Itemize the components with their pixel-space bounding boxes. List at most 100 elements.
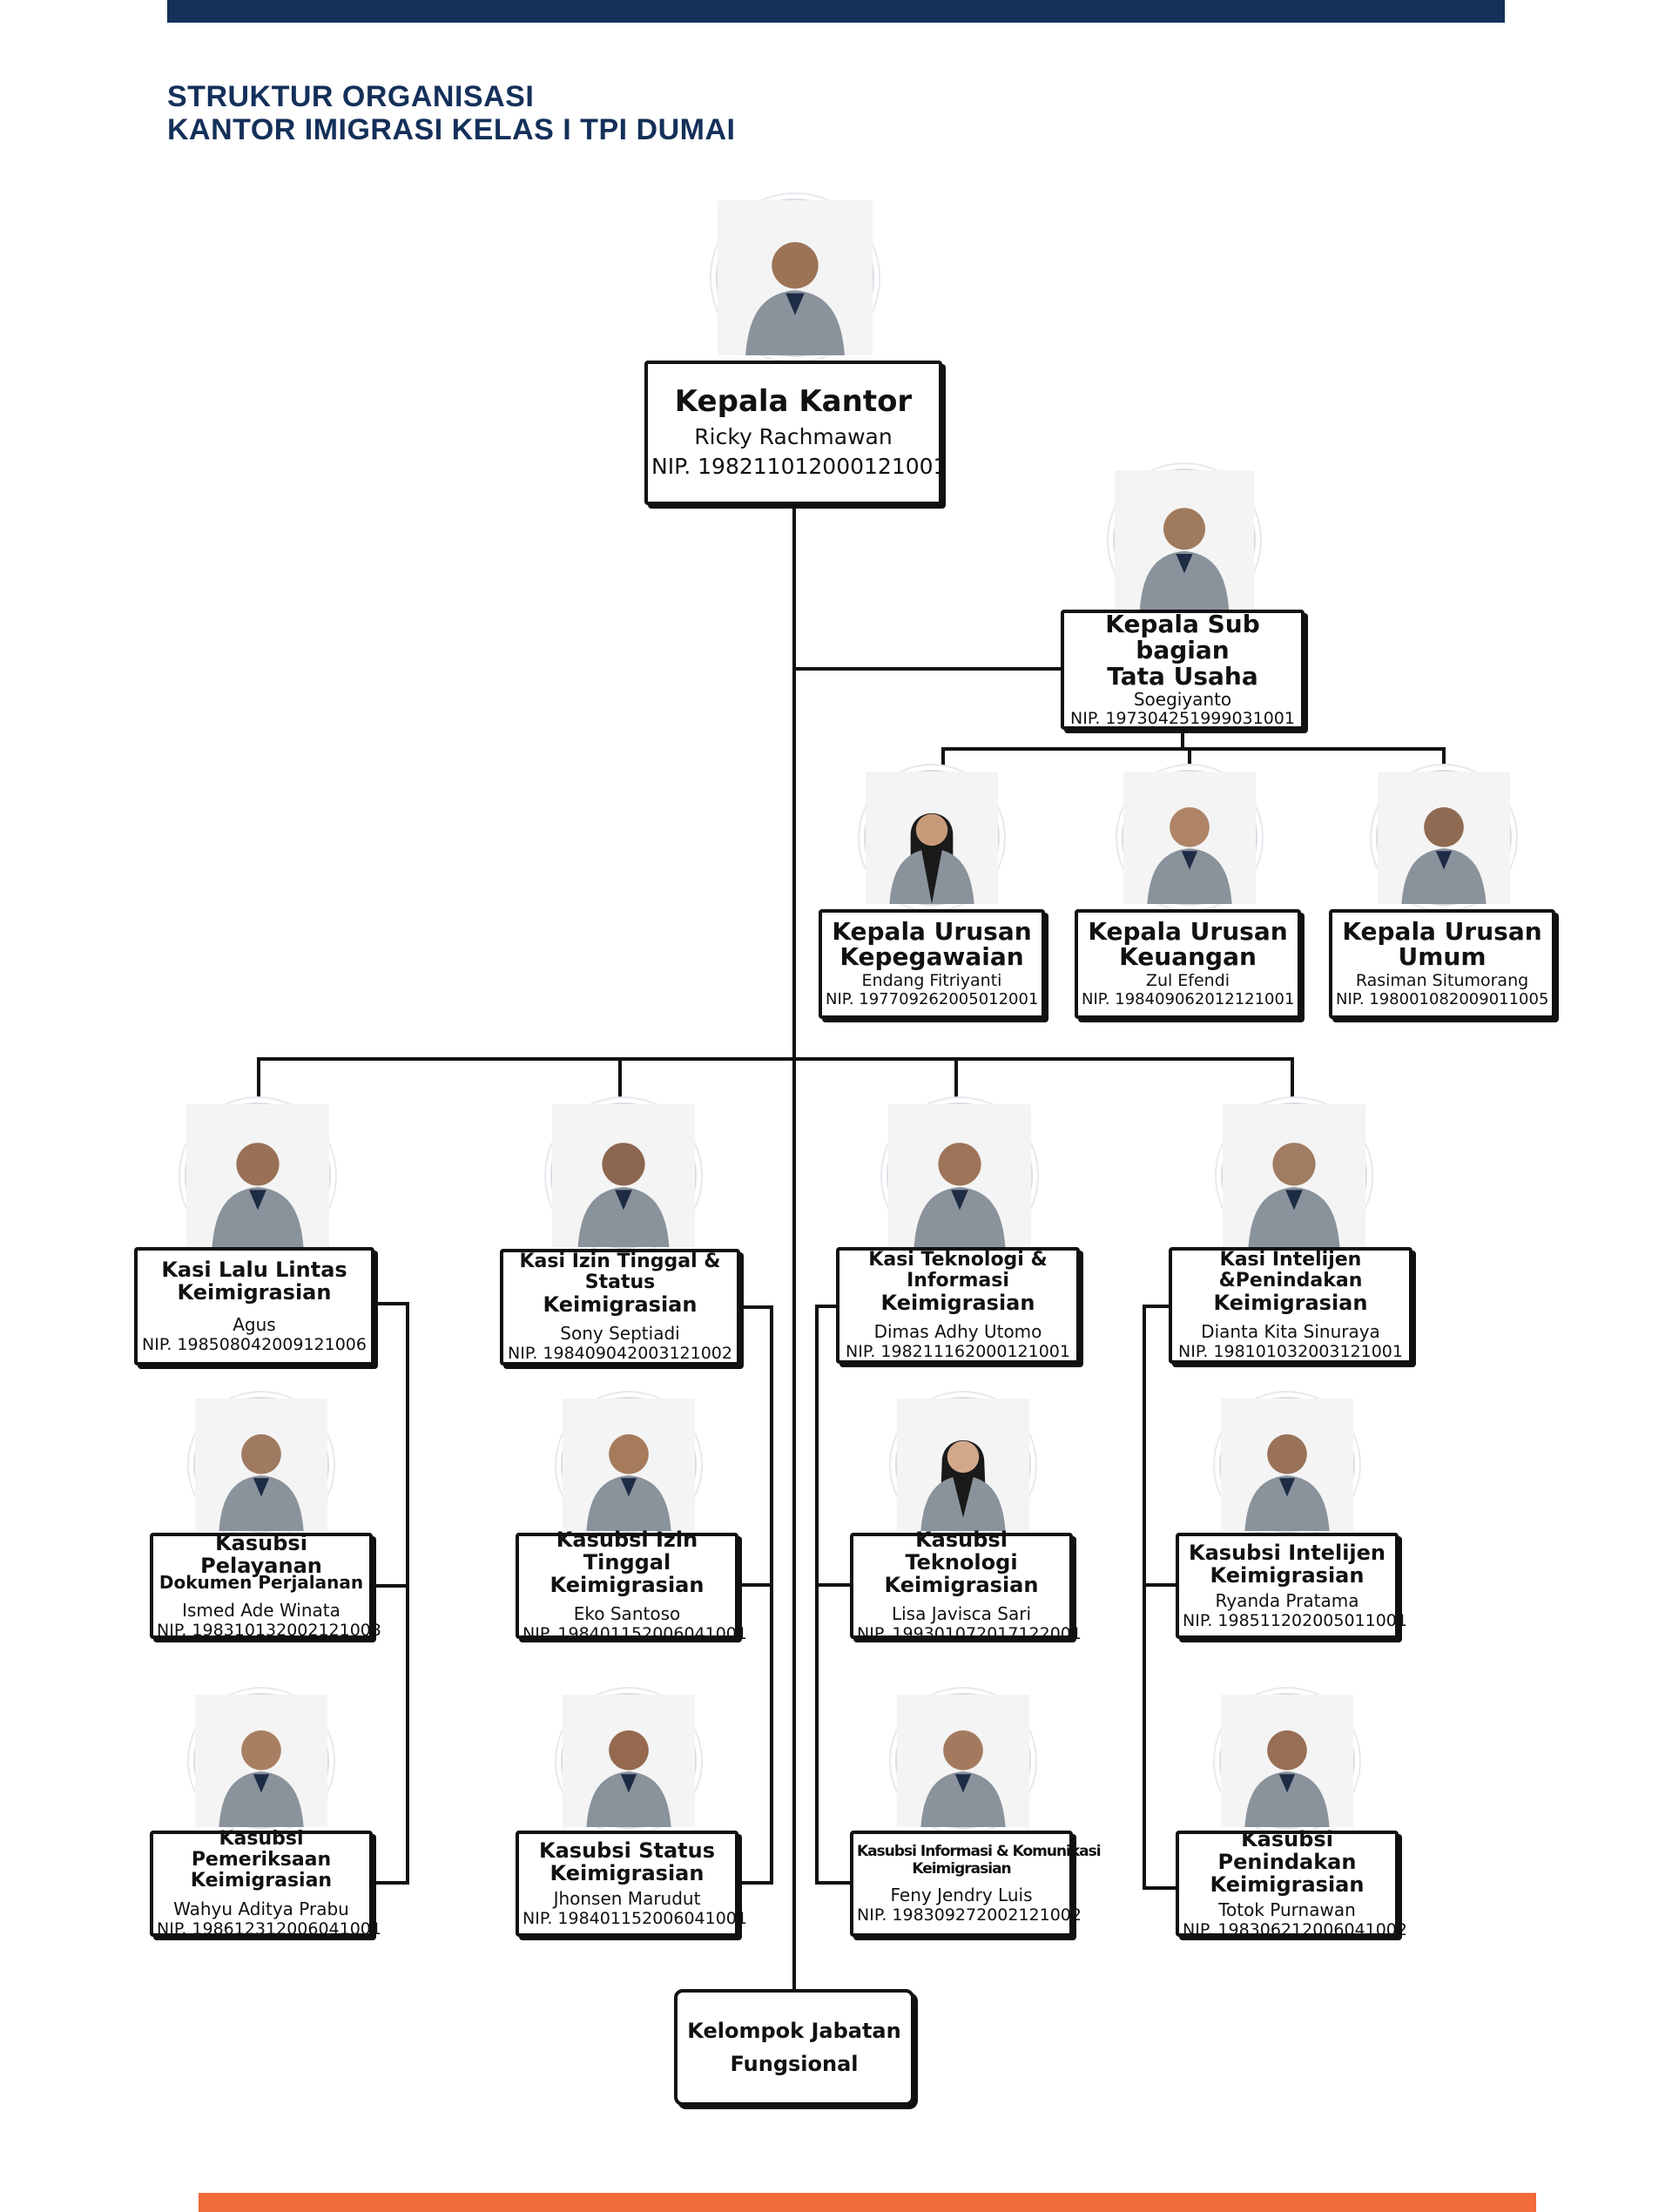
box-title-line1: Kasubsi Pemeriksaan: [191, 1828, 332, 1871]
fungsional-box: Kelompok Jabatan Fungsional: [674, 1989, 914, 2106]
box-title-line2: Keimigrasian: [880, 1291, 1035, 1315]
box-name: Dimas Adhy Utomo: [873, 1321, 1042, 1342]
kasi-lalu-lintas-box: Kasi Lalu Lintas Keimigrasian Agus NIP. …: [134, 1247, 374, 1366]
box-title-line1: Kasi Teknologi & Informasi: [868, 1249, 1048, 1291]
box-title-line2: Keimigrasian: [1210, 1563, 1365, 1588]
box-nip: NIP. 198612312006041001: [157, 1919, 381, 1939]
top-accent-bar: [167, 0, 1505, 23]
tu-box: Kepala Sub bagian Tata Usaha Soegiyanto …: [1061, 610, 1305, 730]
kepala-kantor-box: Kepala Kantor Ricky Rachmawan NIP. 19821…: [644, 361, 947, 505]
box-nip: NIP. 198001082009011005: [1336, 990, 1549, 1008]
box-name: Totok Purnawan: [1218, 1899, 1356, 1920]
box-nip: NIP. 198401152006041001: [522, 1909, 747, 1928]
box-title-line2: Kepegawaian: [839, 942, 1024, 971]
box-title-line2: Keimigrasian: [177, 1280, 332, 1305]
box-title-line1: Kasubsi Pelayanan: [200, 1531, 322, 1578]
box-name: Zul Efendi: [1145, 971, 1230, 990]
kasubsi-teknologi-photo: [895, 1397, 1031, 1533]
kasubsi-status-box: Kasubsi Status Keimigrasian Jhonsen Maru…: [516, 1831, 747, 1937]
box-nip: NIP. 198401152006041001: [522, 1624, 747, 1643]
box-title-line1: Kasubsi Izin Tinggal: [556, 1527, 698, 1575]
box-title-line1: Kepala Urusan: [1342, 917, 1542, 946]
box-title-line2: Keuangan: [1119, 942, 1257, 971]
kasubsi-pelayanan-photo: [193, 1397, 329, 1533]
box-nip: NIP. 198211162000121001: [846, 1342, 1070, 1361]
box-nip: NIP. 198508042009121006: [142, 1335, 367, 1354]
box-name: Soegiyanto: [1133, 689, 1232, 710]
urusan-kepegawaian-photo: [864, 770, 1000, 906]
kasubsi-penindakan-box: Kasubsi Penindakan Keimigrasian Totok Pu…: [1176, 1827, 1407, 1939]
urusan-kepegawaian-box: Kepala Urusan Kepegawaian Endang Fitriya…: [819, 909, 1045, 1019]
box-title-line1: Kasubsi Informasi & Komunikasi: [857, 1843, 1102, 1860]
kasubsi-intelijen-photo: [1219, 1397, 1355, 1533]
box-title-line2: Tata Usaha: [1107, 662, 1258, 691]
box-title-line1: Kasubsi Penindakan: [1217, 1827, 1357, 1874]
box-title-line2: Keimigrasian: [884, 1573, 1039, 1597]
box-title-line1: Kasi Izin Tinggal & Status: [519, 1251, 721, 1293]
box-name: Ismed Ade Winata: [182, 1600, 340, 1621]
kepala-kantor-photo: [716, 199, 874, 357]
kasubsi-status-photo: [561, 1693, 697, 1829]
box-nip: NIP. 198409062012121001: [1082, 990, 1295, 1008]
box-name: Ryanda Pratama: [1215, 1590, 1359, 1611]
bottom-accent-bar: [199, 2193, 1536, 2212]
box-nip: NIP. 198309272002121002: [857, 1905, 1082, 1925]
box-title-line1: Kasubsi Intelijen: [1188, 1541, 1386, 1565]
kasubsi-pemeriksaan-box: Kasubsi Pemeriksaan Keimigrasian Wahyu A…: [150, 1828, 381, 1939]
page-title-line1: STRUKTUR ORGANISASI: [167, 80, 535, 113]
kasi-lalu-lintas-photo: [185, 1103, 331, 1249]
box-nip: NIP. 198511202005011001: [1183, 1611, 1407, 1630]
box-name: Jhonsen Marudut: [553, 1888, 701, 1909]
box-title-line1: Kasubsi Status: [538, 1838, 715, 1863]
box-name: Ricky Rachmawan: [694, 424, 893, 449]
kasi-teknologi-photo: [887, 1103, 1033, 1249]
box-name: Lisa Javisca Sari: [891, 1603, 1032, 1624]
box-title-line2: Keimigrasian: [549, 1573, 705, 1597]
box-title-line2: Dokumen Perjalanan: [158, 1572, 364, 1593]
kasubsi-informasi-box: Kasubsi Informasi & Komunikasi Keimigras…: [850, 1831, 1102, 1937]
kasubsi-pelayanan-box: Kasubsi Pelayanan Dokumen Perjalanan Ism…: [150, 1531, 381, 1640]
box-title-line1: Kelompok Jabatan: [687, 2019, 901, 2043]
box-nip: NIP. 198306212006041002: [1183, 1920, 1407, 1939]
box-name: Agus: [233, 1314, 276, 1335]
urusan-umum-photo: [1376, 770, 1512, 906]
box-title-line2: Keimigrasian: [543, 1292, 698, 1317]
box-title-line1: Kasi Intelijen &Penindakan: [1218, 1249, 1363, 1291]
box-name: Sony Septiadi: [560, 1323, 680, 1344]
box-name: Rasiman Situmorang: [1355, 971, 1529, 990]
page-title: STRUKTUR ORGANISASI KANTOR IMIGRASI KELA…: [167, 80, 735, 146]
kasubsi-penindakan-photo: [1219, 1693, 1355, 1829]
kasubsi-intelijen-box: Kasubsi Intelijen Keimigrasian Ryanda Pr…: [1176, 1533, 1407, 1639]
box-nip: NIP. 198409042003121002: [508, 1344, 732, 1363]
kasi-izin-tinggal-box: Kasi Izin Tinggal & Status Keimigrasian …: [500, 1249, 740, 1366]
box-title-line1: Kasubsi Teknologi: [905, 1527, 1018, 1575]
box-title-line2: Umum: [1398, 942, 1487, 971]
tu-photo: [1113, 469, 1256, 611]
box-title-line1: Kasi Lalu Lintas: [161, 1258, 347, 1282]
kasi-intelijen-box: Kasi Intelijen &Penindakan Keimigrasian …: [1169, 1247, 1412, 1364]
box-nip: NIP. 199301072017122001: [857, 1624, 1082, 1643]
box-nip: NIP. 198310132002121003: [157, 1621, 381, 1640]
box-title-line2: Keimigrasian: [1210, 1872, 1365, 1897]
box-title-line2: Keimigrasian: [912, 1860, 1011, 1878]
kasubsi-teknologi-box: Kasubsi Teknologi Keimigrasian Lisa Javi…: [850, 1528, 1082, 1643]
urusan-keuangan-box: Kepala Urusan Keuangan Zul Efendi NIP. 1…: [1075, 909, 1301, 1019]
kasubsi-izin-tinggal-photo: [561, 1397, 697, 1533]
box-name: Wahyu Aditya Prabu: [173, 1898, 349, 1919]
box-title-line2: Keimigrasian: [1213, 1291, 1368, 1315]
kasi-intelijen-photo: [1221, 1103, 1367, 1249]
box-title-line1: Kepala Urusan: [1088, 917, 1288, 946]
box-name: Dianta Kita Sinuraya: [1201, 1321, 1380, 1342]
urusan-umum-box: Kepala Urusan Umum Rasiman Situmorang NI…: [1329, 909, 1555, 1019]
box-title-line1: Kepala Sub bagian: [1105, 610, 1260, 664]
box-title-line2: Keimigrasian: [549, 1861, 705, 1885]
box-nip: NIP. 197304251999031001: [1070, 709, 1295, 728]
box-nip: NIP. 198101032003121001: [1178, 1342, 1403, 1361]
box-nip: NIP. 198211012000121001: [651, 454, 947, 479]
box-title-line1: Kepala Urusan: [832, 917, 1032, 946]
box-name: Eko Santoso: [573, 1603, 681, 1624]
box-title-line2: Fungsional: [730, 2052, 859, 2076]
urusan-keuangan-photo: [1122, 770, 1257, 906]
box-name: Endang Fitriyanti: [861, 971, 1002, 990]
kasubsi-pemeriksaan-photo: [193, 1693, 329, 1829]
